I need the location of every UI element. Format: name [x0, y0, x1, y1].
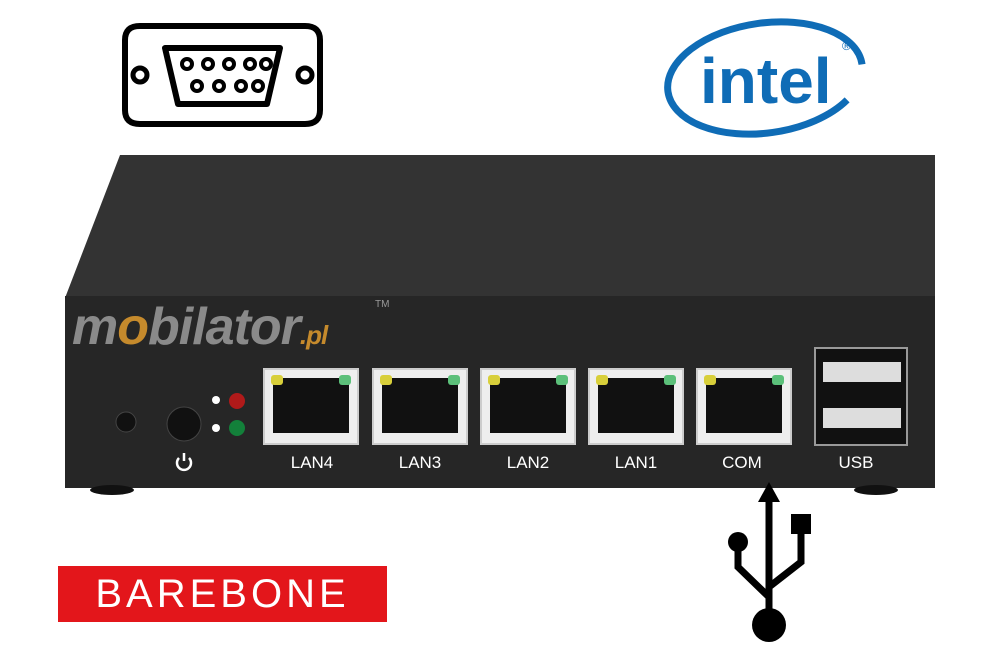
trademark: TM: [375, 299, 390, 310]
lan2-port: [480, 368, 576, 445]
intel-text: intel: [700, 45, 832, 117]
serial-port-icon: [122, 23, 323, 127]
power-icon: [175, 453, 193, 472]
lan4-port: [263, 368, 359, 445]
label-lan2: LAN2: [506, 453, 550, 472]
label-lan1: LAN1: [614, 453, 658, 472]
label-lan3: LAN3: [398, 453, 442, 472]
svg-text:®: ®: [842, 39, 851, 53]
usb-icon: [728, 482, 811, 642]
label-usb: USB: [838, 453, 874, 472]
barebone-badge: BAREBONE: [58, 566, 387, 622]
intel-logo: intel ®: [664, 18, 866, 138]
label-com: COM: [722, 453, 762, 472]
lan1-port: [588, 368, 684, 445]
label-lan4: LAN4: [290, 453, 334, 472]
mobilator-watermark: mobilator.pl: [72, 298, 328, 356]
com-port: [696, 368, 792, 445]
power-button: [166, 406, 202, 442]
lan3-port: [372, 368, 468, 445]
